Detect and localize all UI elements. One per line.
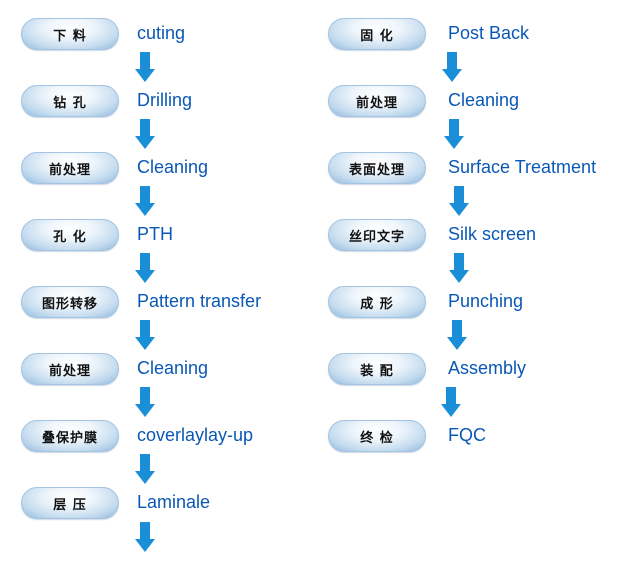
step-label-en: Cleaning bbox=[448, 90, 520, 110]
down-arrow-icon bbox=[441, 387, 461, 417]
down-arrow-icon bbox=[135, 522, 155, 552]
step-label-en: Silk screen bbox=[448, 224, 537, 244]
down-arrow-icon bbox=[135, 186, 155, 216]
step-label-en: Laminale bbox=[137, 492, 211, 512]
step-pill-zh: 装 配 bbox=[328, 353, 426, 385]
step-label-en: Drilling bbox=[137, 90, 193, 110]
down-arrow-icon bbox=[449, 186, 469, 216]
step-pill-zh: 成 形 bbox=[328, 286, 426, 318]
step-pill-zh: 前处理 bbox=[328, 85, 426, 117]
step-pill-zh: 丝印文字 bbox=[328, 219, 426, 251]
step-label-en: FQC bbox=[448, 425, 486, 445]
down-arrow-icon bbox=[135, 320, 155, 350]
step-pill-zh: 固 化 bbox=[328, 18, 426, 50]
step-label-en: cuting bbox=[137, 23, 186, 43]
down-arrow-icon bbox=[135, 52, 155, 82]
down-arrow-icon bbox=[135, 119, 155, 149]
step-pill-zh: 层 压 bbox=[21, 487, 119, 519]
down-arrow-icon bbox=[442, 52, 462, 82]
step-pill-zh: 表面处理 bbox=[328, 152, 426, 184]
step-label-en: Cleaning bbox=[137, 358, 209, 378]
step-pill-zh: 钻 孔 bbox=[21, 85, 119, 117]
down-arrow-icon bbox=[449, 253, 469, 283]
step-label-en: coverlaylay-up bbox=[137, 425, 254, 445]
step-pill-zh: 叠保护膜 bbox=[21, 420, 119, 452]
down-arrow-icon bbox=[135, 454, 155, 484]
step-pill-zh: 前处理 bbox=[21, 353, 119, 385]
down-arrow-icon bbox=[135, 387, 155, 417]
step-pill-zh: 图形转移 bbox=[21, 286, 119, 318]
step-label-en: Surface Treatment bbox=[448, 157, 597, 177]
step-label-en: PTH bbox=[137, 224, 173, 244]
step-pill-zh: 终 检 bbox=[328, 420, 426, 452]
step-pill-zh: 孔 化 bbox=[21, 219, 119, 251]
step-label-en: Post Back bbox=[448, 23, 530, 43]
step-label-en: Punching bbox=[448, 291, 524, 311]
down-arrow-icon bbox=[444, 119, 464, 149]
step-pill-zh: 前处理 bbox=[21, 152, 119, 184]
down-arrow-icon bbox=[135, 253, 155, 283]
step-label-en: Assembly bbox=[448, 358, 527, 378]
down-arrow-icon bbox=[447, 320, 467, 350]
step-pill-zh: 下 料 bbox=[21, 18, 119, 50]
step-label-en: Pattern transfer bbox=[137, 291, 262, 311]
step-label-en: Cleaning bbox=[137, 157, 209, 177]
